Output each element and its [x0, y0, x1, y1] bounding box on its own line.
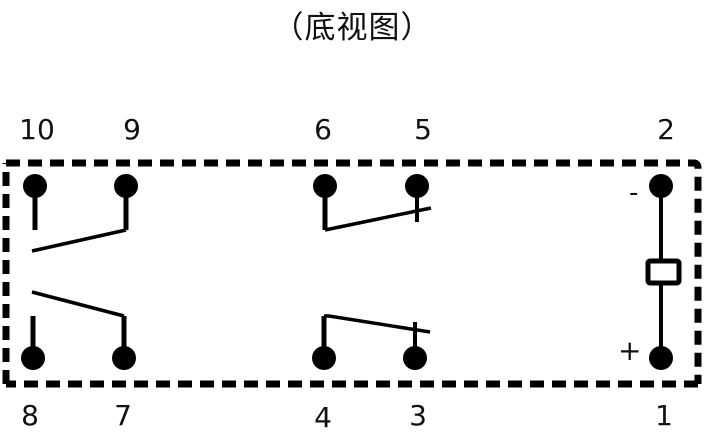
pin-7 — [112, 316, 136, 370]
pin-label-3: 3 — [409, 399, 427, 432]
coil-positive-label: + — [618, 334, 642, 367]
pin-5 — [405, 174, 429, 222]
pin-label-2: 2 — [657, 113, 675, 146]
switch-contact-10-9 — [31, 228, 127, 253]
pin-label-6: 6 — [314, 113, 332, 146]
pin-10 — [23, 174, 47, 230]
switch-contact-8-7 — [31, 290, 125, 318]
pin-4 — [312, 316, 336, 370]
switch-contact-4-3 — [324, 314, 431, 334]
pin-label-10: 10 — [19, 113, 55, 146]
pin-label-7: 7 — [114, 399, 132, 432]
pin-label-1: 1 — [655, 399, 673, 432]
coil-negative-label: - — [629, 178, 639, 208]
coil — [645, 186, 682, 358]
pin-label-8: 8 — [21, 399, 39, 432]
pin-6 — [313, 174, 337, 230]
pin-9 — [114, 174, 138, 230]
switch-contact-6-5 — [324, 206, 432, 232]
diagram-title: （底视图） — [272, 10, 433, 46]
pin-label-4: 4 — [314, 401, 332, 434]
pin-label-5: 5 — [414, 113, 432, 146]
package-outline — [2, 159, 702, 388]
pin-label-9: 9 — [123, 113, 141, 146]
pin-8 — [21, 316, 45, 370]
